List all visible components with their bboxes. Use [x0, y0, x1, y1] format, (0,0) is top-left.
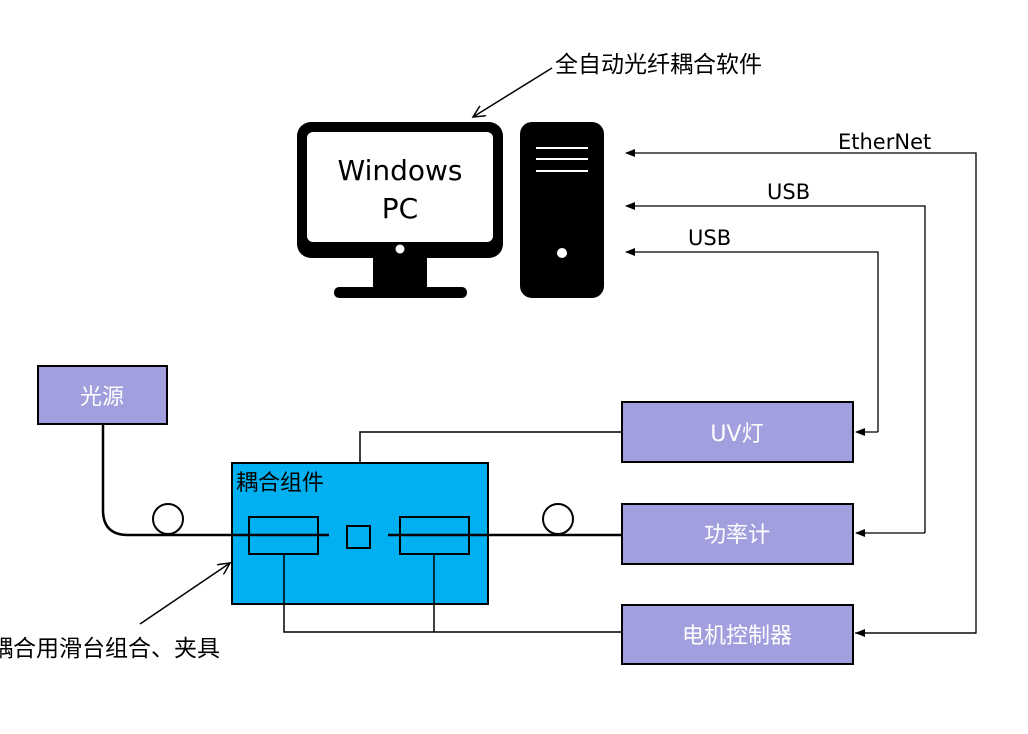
coupling-assembly-label: 耦合组件	[236, 471, 324, 496]
ethernet-label: EtherNet	[838, 130, 931, 154]
uv-lamp-box	[621, 401, 854, 463]
usb-link-power-meter	[625, 202, 926, 533]
motor-controller-label: 电机控制器	[682, 624, 792, 649]
usb-label-2: USB	[688, 226, 731, 250]
software-label: 全自动光纤耦合软件	[555, 52, 762, 78]
usb-link-uv-lamp	[625, 248, 879, 432]
light-source-box	[37, 365, 168, 425]
motor-connection-left	[283, 554, 622, 633]
usb-label-1: USB	[767, 180, 810, 204]
software-pointer-arrow	[473, 67, 553, 117]
stage-pointer-arrow	[139, 563, 230, 625]
pc-label-line1: Windows	[338, 154, 463, 187]
pc-tower-icon	[520, 122, 604, 298]
stage-label: 耦合用滑台组合、夹具	[0, 636, 220, 662]
uv-lamp-label: UV灯	[710, 422, 763, 447]
fiber-loop-input	[152, 503, 184, 535]
motor-controller-box	[621, 604, 854, 665]
optical-chip	[346, 525, 371, 549]
monitor-icon	[297, 122, 503, 298]
power-meter-box	[621, 503, 854, 565]
light-source-label: 光源	[80, 385, 124, 410]
coupling-assembly-box	[231, 462, 489, 605]
fiber-loop-output	[542, 503, 574, 535]
input-fiber	[101, 424, 329, 537]
power-meter-label: 功率计	[704, 523, 770, 548]
uv-lamp-connection	[359, 431, 622, 463]
pc-label-line2: PC	[382, 192, 418, 225]
